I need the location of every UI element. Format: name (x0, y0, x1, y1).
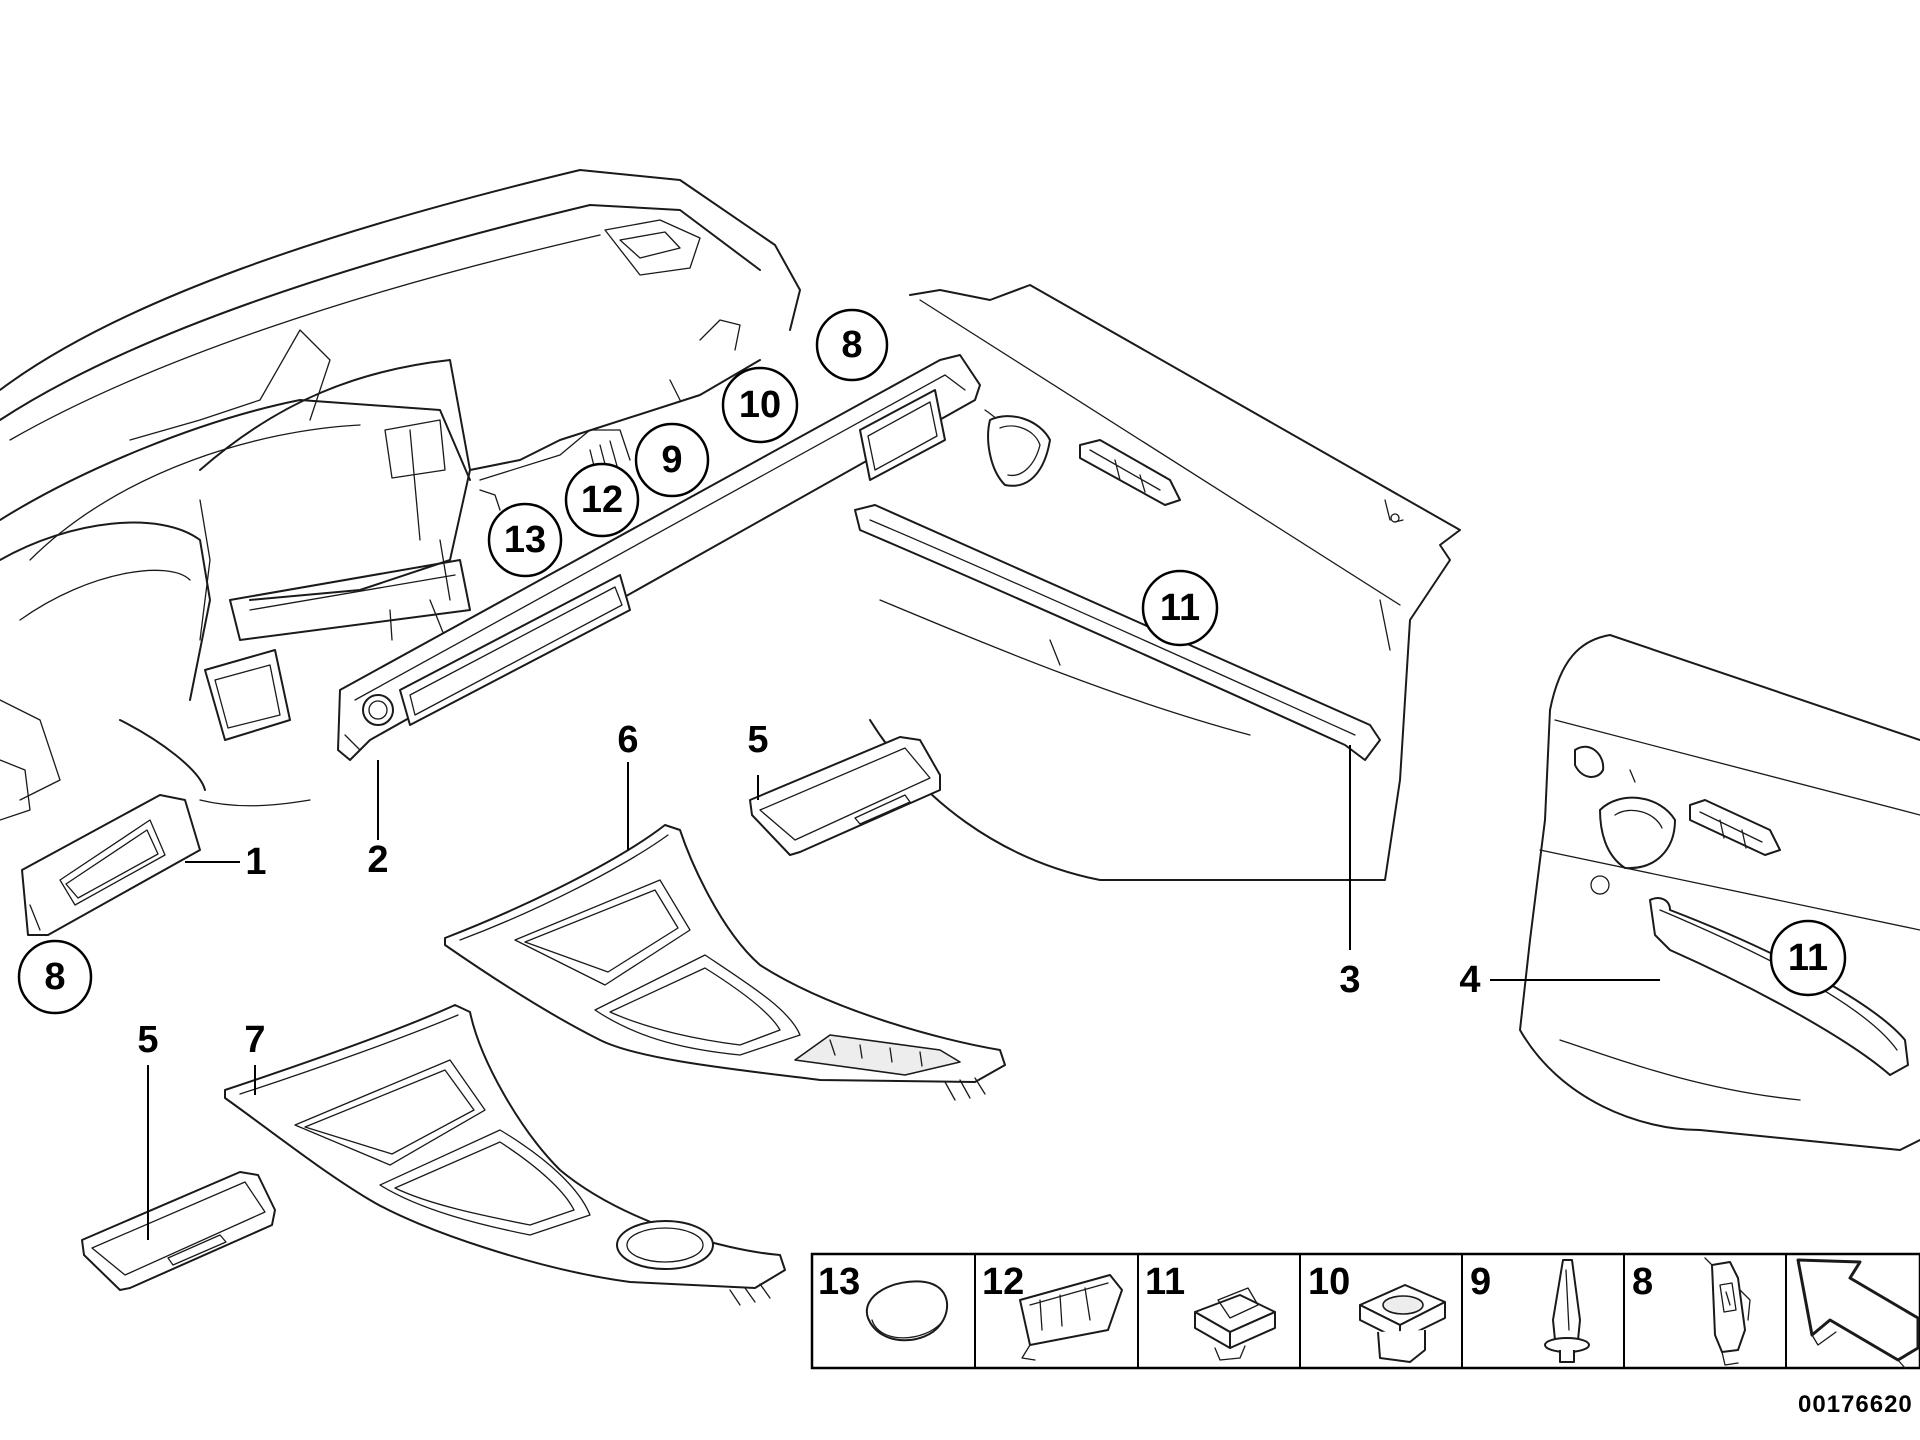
svg-text:8: 8 (841, 324, 862, 366)
callout-11-front-door: 11 (1141, 569, 1219, 647)
leader-lines (147, 745, 1660, 1240)
legend-cell-9: 9 (1470, 1259, 1590, 1363)
parts-legend-table: 13 12 11 (810, 1252, 1920, 1370)
callout-11-rear-door: 11 (1769, 919, 1847, 997)
callout-13: 13 (487, 502, 563, 578)
cover-upper-part (749, 736, 941, 856)
legend-cell-13: 13 (818, 1261, 948, 1342)
label-rear-door-trim: 4 (1459, 959, 1480, 1001)
dash-trim-center-part (337, 354, 981, 761)
svg-text:10: 10 (739, 384, 781, 426)
svg-text:12: 12 (581, 479, 623, 521)
label-console-trim-upper: 6 (617, 719, 638, 761)
svg-text:12: 12 (982, 1261, 1024, 1303)
svg-text:11: 11 (1788, 937, 1828, 979)
legend-cell-8: 8 (1632, 1257, 1751, 1366)
callout-10: 10 (721, 366, 799, 444)
square-clip-icon (1194, 1287, 1276, 1361)
svg-text:10: 10 (1308, 1261, 1350, 1303)
legend-cell-12: 12 (982, 1261, 1123, 1361)
oval-plug-icon (865, 1280, 948, 1342)
legend-cell-11: 11 (1145, 1261, 1276, 1361)
svg-text:9: 9 (661, 439, 682, 481)
cover-lower-part (81, 1171, 276, 1291)
label-dash-trim-left: 1 (245, 841, 266, 883)
callout-8-top: 8 (815, 308, 889, 382)
part-labels: 1 2 3 4 5 5 6 7 (137, 719, 1480, 1061)
arrow-icon (1796, 1258, 1920, 1369)
svg-text:11: 11 (1145, 1261, 1185, 1303)
callout-8-left: 8 (17, 939, 93, 1015)
label-console-trim-lower: 7 (244, 1019, 265, 1061)
svg-text:8: 8 (1632, 1261, 1653, 1303)
front-door-trim-part (854, 284, 1461, 881)
callout-12: 12 (564, 462, 640, 538)
expansion-clip-icon (1359, 1284, 1446, 1363)
bracket-clip-icon (1019, 1274, 1123, 1361)
svg-text:9: 9 (1470, 1261, 1491, 1303)
rear-door-trim-part (1519, 634, 1920, 1151)
label-cover-upper: 5 (747, 719, 768, 761)
push-pin-icon (1544, 1259, 1590, 1363)
svg-text:8: 8 (44, 956, 65, 998)
label-cover-lower: 5 (137, 1019, 158, 1061)
callout-9: 9 (634, 422, 710, 498)
diagram-reference-number: 00176620 (1798, 1391, 1913, 1418)
label-front-door-trim: 3 (1339, 959, 1360, 1001)
svg-text:13: 13 (504, 519, 546, 561)
console-trim-lower-part (224, 1004, 786, 1306)
label-dash-trim-center: 2 (367, 839, 388, 881)
svg-text:13: 13 (818, 1261, 860, 1303)
console-trim-upper-part (444, 824, 1006, 1101)
dash-trim-left-part (21, 794, 201, 936)
legend-cell-10: 10 (1308, 1261, 1446, 1363)
spring-clip-icon (1704, 1257, 1751, 1366)
svg-text:11: 11 (1160, 587, 1200, 629)
